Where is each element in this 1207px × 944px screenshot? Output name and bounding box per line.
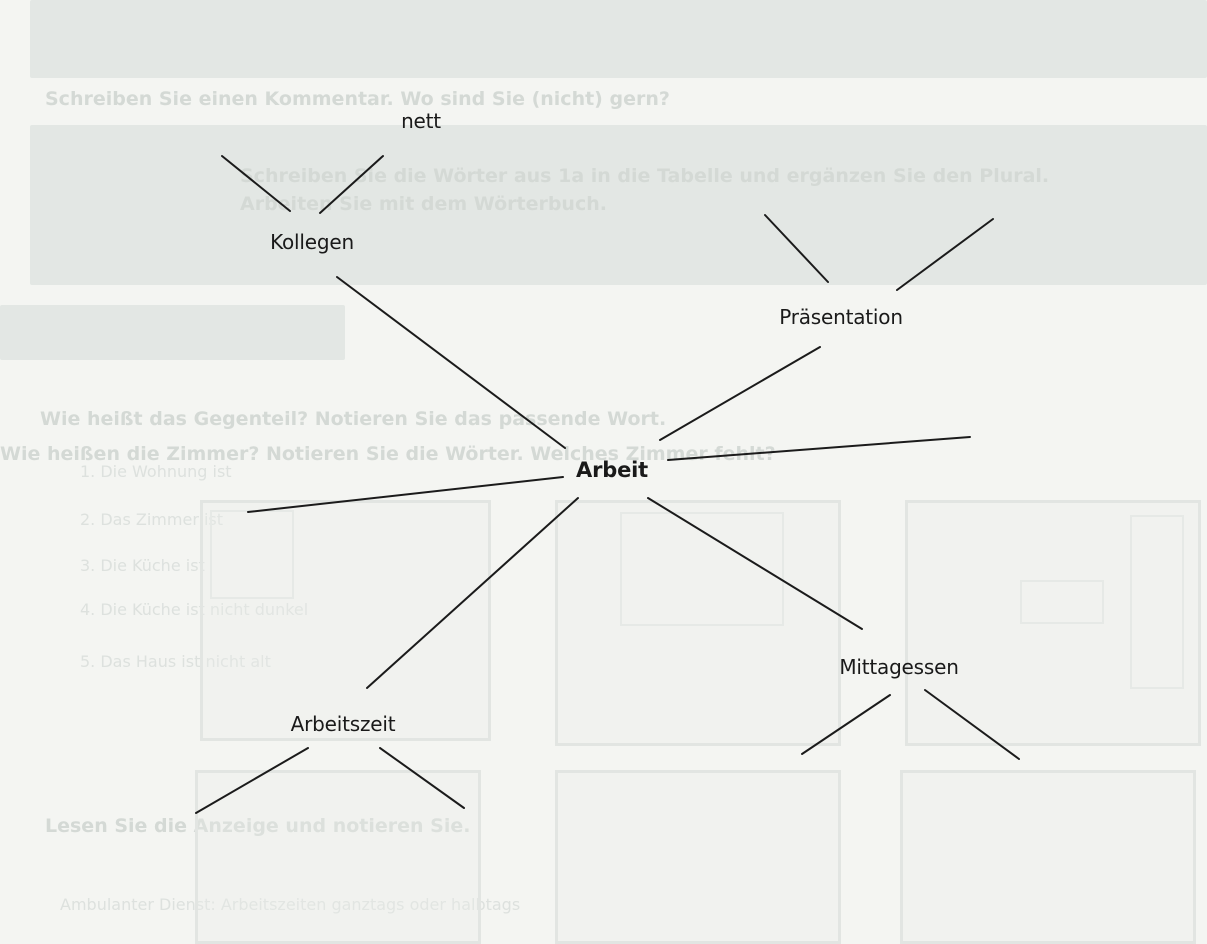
edge-arbeit-mittagessen [647, 497, 863, 630]
edge-arbeit-kollegen [336, 276, 566, 449]
edge-mittagessen-right [924, 689, 1020, 760]
node-praesentation: Präsentation [779, 305, 903, 329]
node-nett: nett [401, 109, 441, 133]
node-arbeit: Arbeit [576, 458, 648, 482]
edge-mittagessen-left [801, 694, 891, 755]
edge-arbeit-left-open [247, 476, 564, 513]
edge-arbeit-right-open [667, 436, 971, 461]
edge-praesentation-left [764, 214, 829, 283]
edge-kollegen-nett-left [221, 155, 291, 212]
node-kollegen: Kollegen [270, 230, 354, 254]
node-arbeitszeit: Arbeitszeit [290, 712, 396, 736]
edge-arbeit-arbeitszeit [366, 497, 579, 689]
edge-kollegen-nett-right [319, 155, 384, 214]
node-mittagessen: Mittagessen [839, 655, 959, 679]
edge-arbeitszeit-right [379, 747, 465, 809]
edge-arbeitszeit-left [195, 747, 309, 814]
edge-praesentation-right [896, 218, 994, 291]
edge-arbeit-praesentation [659, 346, 821, 441]
